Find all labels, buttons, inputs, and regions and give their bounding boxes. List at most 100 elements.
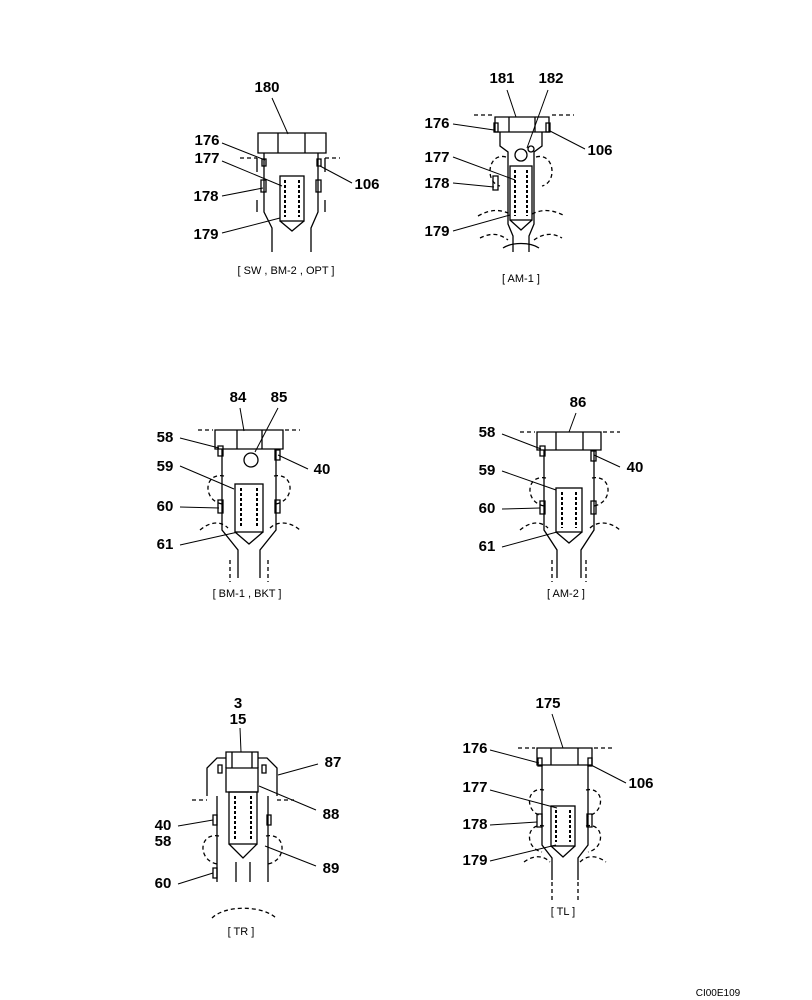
callout-106: 106 — [587, 142, 612, 159]
callout-175: 175 — [535, 695, 560, 712]
leader-line-61 — [501, 531, 558, 548]
callout-58: 58 — [157, 429, 174, 446]
callout-86: 86 — [570, 394, 587, 411]
callout-178: 178 — [193, 188, 218, 205]
callout-15: 15 — [230, 711, 247, 728]
housing-wall — [256, 158, 326, 212]
callout-40: 40 — [627, 459, 644, 476]
o-rings — [492, 122, 551, 191]
leader-line-176 — [489, 749, 540, 764]
valve-body — [216, 796, 269, 882]
spring — [514, 170, 528, 216]
check-ball — [514, 148, 528, 162]
callout-177: 177 — [194, 150, 219, 167]
diagram-caption: [ SW , BM-2 , OPT ] — [238, 265, 335, 277]
callout-178: 178 — [462, 816, 487, 833]
leader-line-175 — [551, 713, 564, 749]
leader-line-85 — [254, 407, 279, 453]
plunger-tip — [279, 220, 305, 232]
leader-line-106 — [590, 764, 627, 784]
plug-cap — [257, 132, 327, 154]
callout-106: 106 — [628, 775, 653, 792]
o-rings — [539, 445, 597, 515]
lower-housing — [211, 907, 277, 919]
diagram-sw-bm2-opt: 180 176 177 178 179 106 [ SW , BM-2 , OP… — [193, 79, 379, 277]
o-rings — [536, 757, 593, 828]
leader-line-40 — [277, 454, 309, 470]
leader-line-179 — [489, 844, 557, 862]
leader-line-177 — [221, 160, 283, 187]
plunger — [234, 483, 264, 533]
leader-line-60 — [501, 507, 541, 510]
leader-line-178 — [489, 821, 538, 826]
callout-176: 176 — [424, 115, 449, 132]
callout-61: 61 — [479, 538, 496, 555]
plunger-tip — [550, 845, 576, 858]
housing-bulges — [523, 789, 607, 863]
leader-line-60 — [179, 506, 220, 509]
leader-line-180 — [271, 97, 289, 135]
plug-cap — [214, 429, 284, 450]
leader-line-106 — [319, 165, 353, 184]
callout-60: 60 — [479, 500, 496, 517]
leader-line-61 — [179, 531, 239, 546]
diagram-am1: 181 182 176 106 177 178 179 [ AM-1 ] — [424, 70, 612, 285]
o-rings — [260, 158, 322, 193]
leader-line-88 — [258, 785, 317, 811]
plunger-tip — [555, 531, 583, 544]
drawing-code: CI00E109 — [696, 988, 741, 999]
diagram-caption: [ BM-1 , BKT ] — [213, 588, 282, 600]
spring — [284, 180, 300, 217]
callout-89: 89 — [323, 860, 340, 877]
valve-body — [499, 132, 543, 252]
callout-179: 179 — [424, 223, 449, 240]
callout-85: 85 — [271, 389, 288, 406]
plug-cap — [536, 747, 593, 766]
plunger — [555, 487, 583, 533]
callout-87: 87 — [325, 754, 342, 771]
leader-line-58 — [501, 433, 542, 450]
leader-line-59 — [501, 470, 557, 491]
leader-line-59 — [179, 465, 235, 490]
spring — [234, 796, 252, 840]
callout-182: 182 — [538, 70, 563, 87]
ball-pin — [527, 145, 535, 153]
callout-58: 58 — [479, 424, 496, 441]
leader-line-181 — [506, 89, 517, 118]
callout-179: 179 — [462, 852, 487, 869]
lower-housing — [551, 882, 579, 900]
lower-housing — [551, 560, 587, 582]
callout-58: 58 — [155, 833, 172, 850]
callout-178: 178 — [424, 175, 449, 192]
callout-179: 179 — [193, 226, 218, 243]
plunger-tip — [228, 843, 258, 859]
leader-line-177 — [452, 156, 516, 181]
callout-106: 106 — [354, 176, 379, 193]
callout-180: 180 — [254, 79, 279, 96]
leader-line-58 — [179, 437, 220, 449]
housing-bulges — [202, 835, 283, 865]
leader-line-176 — [221, 142, 266, 161]
callout-177: 177 — [462, 779, 487, 796]
diagram-tr: 3 15 87 88 40 58 89 60 [ TR ] — [155, 695, 342, 938]
spring — [555, 810, 571, 842]
housing-bulges — [519, 477, 621, 531]
leader-line-89 — [264, 845, 317, 867]
lower-bore — [502, 242, 540, 249]
callout-176: 176 — [462, 740, 487, 757]
leader-line-179 — [221, 217, 281, 234]
callout-181: 181 — [489, 70, 514, 87]
spring — [240, 488, 258, 528]
leader-line-106 — [549, 130, 586, 150]
callout-59: 59 — [479, 462, 496, 479]
leader-line-179 — [452, 214, 511, 232]
leader-line-60 — [177, 872, 214, 885]
plug-top — [225, 751, 259, 768]
diagram-caption: [ AM-2 ] — [547, 588, 585, 600]
leader-line-182 — [526, 89, 549, 149]
lower-housing — [229, 560, 269, 582]
plunger-tip — [234, 531, 264, 545]
diagram-caption: [ AM-1 ] — [502, 273, 540, 285]
plunger-tip — [509, 219, 533, 231]
